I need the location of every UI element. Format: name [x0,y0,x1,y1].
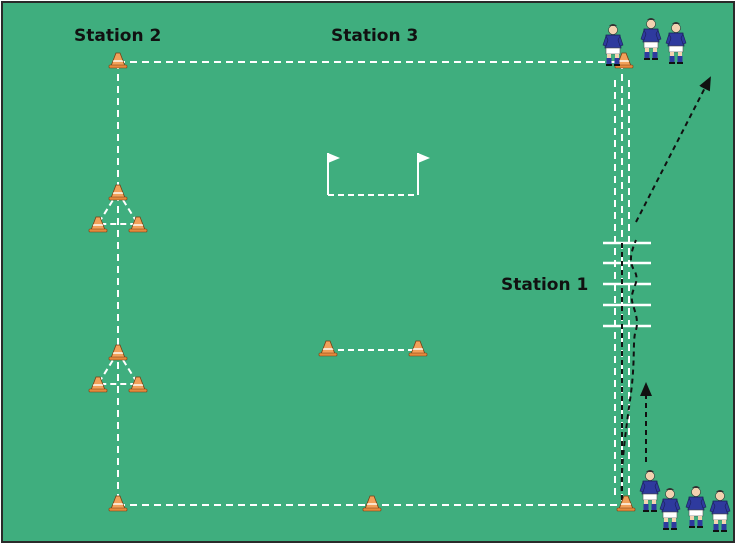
station-1-label: Station 1 [501,275,588,295]
station-2-label: Station 2 [74,26,161,46]
station-3-label: Station 3 [331,26,418,46]
